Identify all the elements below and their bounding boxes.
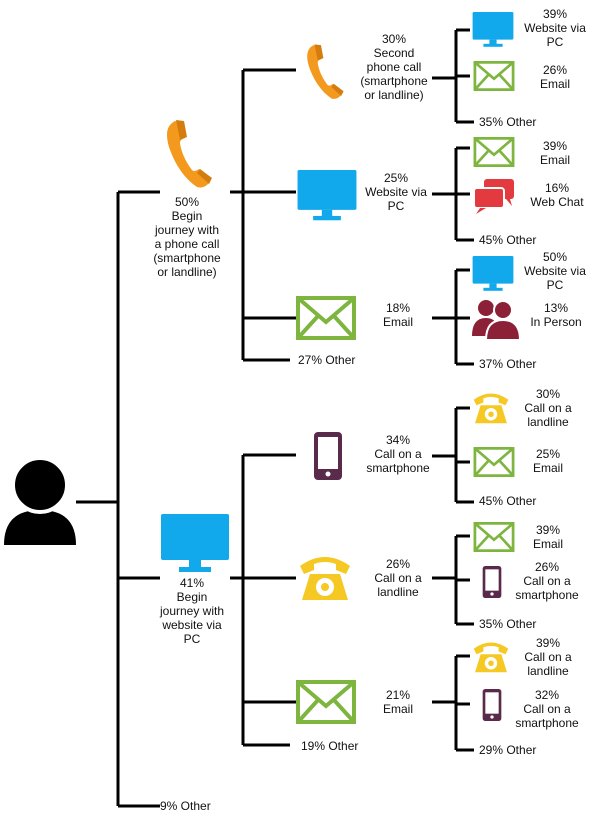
outcome-other-label: 45% Other [479, 494, 537, 508]
landline-icon [473, 642, 509, 673]
pc-other-label: 19% Other [301, 739, 359, 753]
outcome-other-label: 37% Other [479, 357, 537, 371]
root-other-label: 9% Other [160, 799, 211, 813]
envelope-icon [473, 522, 515, 552]
outcome-label: 26% Call on a smartphone [515, 560, 579, 602]
smartphone-icon [482, 566, 502, 598]
envelope-icon [296, 296, 356, 340]
smartphone-label: 34% Call on a smartphone [366, 433, 430, 475]
phone-branch-label: 50% Begin journey with a phone call (sma… [153, 195, 221, 279]
outcome-other-label: 35% Other [479, 115, 537, 129]
monitor-icon [472, 256, 514, 291]
second-phone-label: 30% Second phone call (smartphone or lan… [360, 32, 428, 102]
people-icon [472, 300, 520, 340]
monitor-icon [161, 514, 229, 572]
outcome-label: 39% Call on a landline [524, 636, 572, 678]
outcome-label: 32% Call on a smartphone [515, 688, 579, 730]
envelope-icon [473, 61, 515, 91]
envelope-icon [296, 680, 356, 724]
person-icon [4, 456, 76, 545]
monitor-icon [297, 170, 357, 221]
outcome-label: 39% Email [539, 139, 570, 167]
landline-icon [473, 393, 509, 424]
envelope-icon [473, 137, 515, 167]
chat-bubbles-icon [473, 179, 514, 214]
handset-icon [307, 44, 344, 99]
outcome-other-label: 45% Other [479, 233, 537, 247]
website-label: 25% Website via PC [365, 171, 427, 213]
outcome-other-label: 35% Other [479, 617, 537, 631]
phone-other-label: 27% Other [298, 353, 356, 367]
handset-icon [167, 120, 212, 188]
email-label: 18% Email [382, 301, 413, 329]
outcome-label: 39% Website via PC [524, 7, 586, 49]
smartphone-icon [314, 432, 342, 480]
landline-icon [300, 557, 350, 600]
outcome-label: 25% Email [532, 447, 563, 475]
outcome-other-label: 29% Other [479, 743, 537, 757]
landline-label: 26% Call on a landline [374, 557, 422, 599]
envelope-icon [473, 447, 515, 477]
email-label: 21% Email [382, 688, 413, 716]
outcome-label: 26% Email [539, 63, 570, 91]
outcome-label: 50% Website via PC [524, 250, 586, 292]
monitor-icon [472, 12, 514, 47]
outcome-label: 30% Call on a landline [524, 387, 572, 429]
outcome-label: 16% Web Chat [530, 181, 584, 209]
outcome-label: 39% Email [532, 523, 563, 551]
smartphone-icon [482, 689, 502, 721]
pc-branch-label: 41% Begin journey with website via PC [159, 576, 225, 646]
outcome-label: 13% In Person [530, 301, 582, 329]
